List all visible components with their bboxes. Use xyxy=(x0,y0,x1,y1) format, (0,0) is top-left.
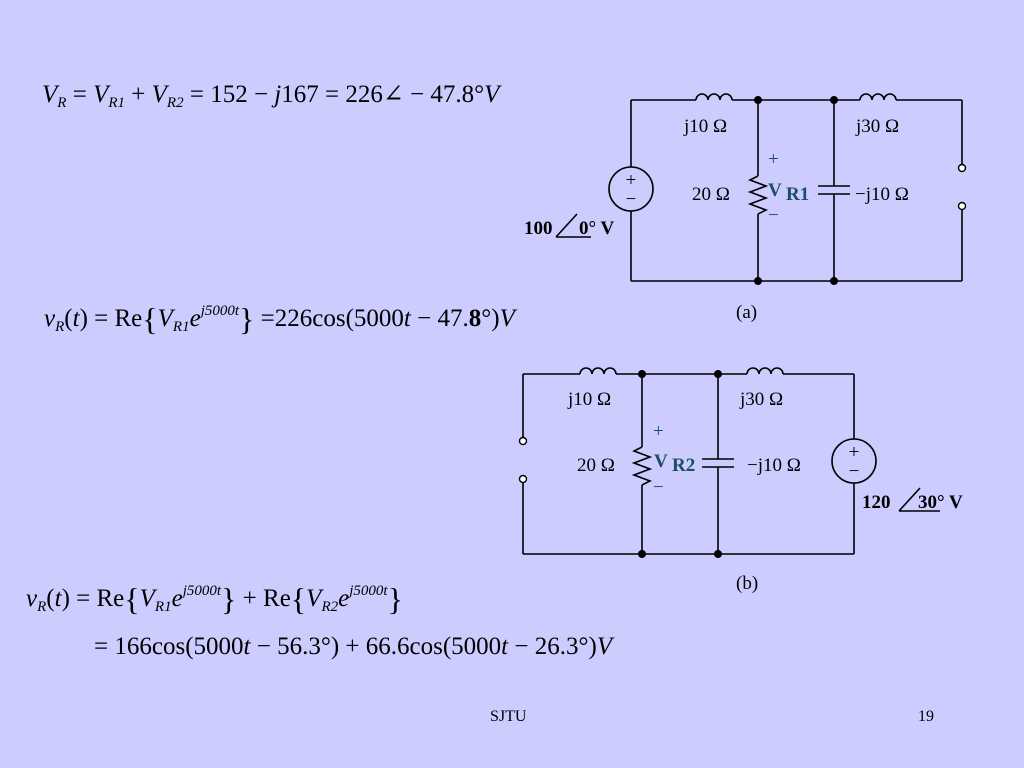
caption-a: (a) xyxy=(736,302,757,323)
inductor-label: j30 Ω xyxy=(739,389,783,410)
svg-text:+: + xyxy=(626,170,637,191)
capacitor-label: −j10 Ω xyxy=(747,455,801,476)
svg-text:+: + xyxy=(849,442,860,463)
equation-vr-result: = 166cos(5000t − 56.3°) + 66.6cos(5000t … xyxy=(94,633,613,660)
caption-b: (b) xyxy=(736,573,758,594)
svg-text:R2: R2 xyxy=(672,455,695,476)
source-value: 120 xyxy=(862,492,891,513)
svg-text:−: − xyxy=(653,477,664,498)
inductor-label: j10 Ω xyxy=(567,389,611,410)
svg-text:V: V xyxy=(654,451,668,472)
source-angle: 0° V xyxy=(579,218,615,239)
svg-text:−: − xyxy=(768,205,779,226)
page-number: 19 xyxy=(918,708,934,725)
equation-vr-phasor: VR = VR1 + VR2 = 152 − j167 = 226∠ − 47.… xyxy=(42,81,500,111)
footer-label: SJTU xyxy=(490,708,527,725)
inductor-label: j30 Ω xyxy=(855,116,899,137)
source-value: 100 xyxy=(524,218,553,239)
resistor-label: 20 Ω xyxy=(692,184,730,205)
equation-vr-superposition: vR(t) = Re{VR1ej5000t} + Re{VR2ej5000t} xyxy=(26,581,403,617)
svg-text:R1: R1 xyxy=(786,184,809,205)
svg-text:+: + xyxy=(653,421,664,442)
equation-vr-time-domain-a: vR(t) = Re{VR1ej5000t} =226cos(5000t − 4… xyxy=(44,301,515,337)
capacitor-label: −j10 Ω xyxy=(855,184,909,205)
svg-text:+: + xyxy=(768,149,779,170)
svg-text:−: − xyxy=(849,461,860,482)
svg-text:−: − xyxy=(626,189,637,210)
inductor-label: j10 Ω xyxy=(683,116,727,137)
svg-text:V: V xyxy=(768,180,782,201)
resistor-label: 20 Ω xyxy=(577,455,615,476)
source-angle: 30° V xyxy=(918,492,963,513)
